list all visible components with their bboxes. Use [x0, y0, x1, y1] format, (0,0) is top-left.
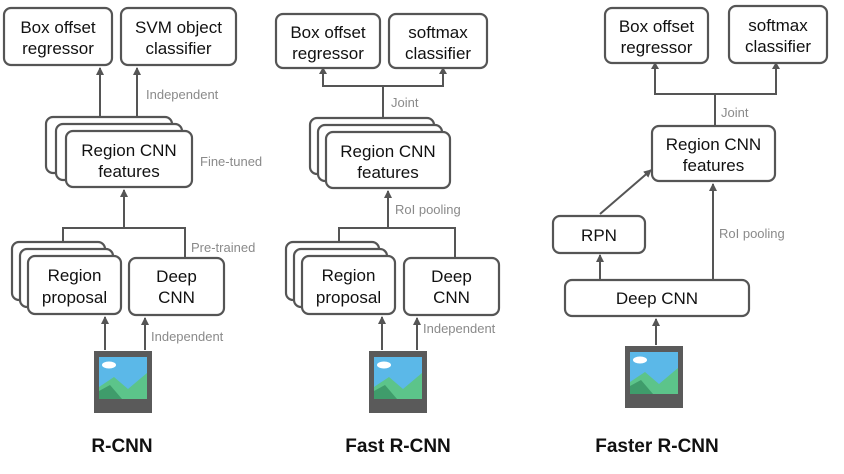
faster-arrowhead-regressor: [651, 62, 659, 69]
faster-box-offset-label-2: regressor: [621, 38, 693, 57]
rcnn-deep-cnn-label-1: Deep: [156, 267, 197, 286]
faster-rcnn-panel: Box offset regressor softmax classifier …: [551, 4, 829, 457]
fast-joint-split-line: [322, 72, 444, 87]
faster-rpn-label: RPN: [581, 226, 617, 245]
faster-arrowhead-softmax: [772, 62, 780, 69]
fast-region-cnn-features: Region CNN features: [308, 116, 452, 190]
fast-region-proposal-label-1: Region: [322, 266, 376, 285]
rcnn-input-image: [94, 351, 152, 413]
rcnn-independent-label-top: Independent: [146, 87, 219, 102]
rcnn-title: R-CNN: [91, 436, 152, 457]
rcnn-box-offset-regressor: Box offset regressor: [2, 6, 114, 67]
faster-rpn: RPN: [551, 214, 647, 255]
rcnn-pre-trained-label: Pre-trained: [191, 240, 255, 255]
rcnn-svm-label-2: classifier: [145, 39, 211, 58]
faster-arrow-rpn-to-features: [599, 169, 652, 215]
rcnn-region-cnn-label-1: Region CNN: [81, 141, 176, 160]
fast-deep-cnn: Deep CNN: [402, 256, 501, 317]
fast-roi-pooling-label: RoI pooling: [395, 202, 461, 217]
rcnn-panel: Box offset regressor SVM object classifi…: [2, 6, 262, 457]
rcnn-fine-tuned-label: Fine-tuned: [200, 154, 262, 169]
rcnn-box-offset-label-2: regressor: [22, 39, 94, 58]
rcnn-region-cnn-features: Region CNN features: [44, 115, 194, 189]
fast-region-proposal-label-2: proposal: [316, 288, 381, 307]
faster-softmax-label-1: softmax: [748, 16, 808, 35]
faster-joint-label: Joint: [721, 105, 749, 120]
fast-box-offset-label-1: Box offset: [290, 23, 366, 42]
fast-region-proposal: Region proposal: [284, 240, 397, 316]
fast-joint-label: Joint: [391, 95, 419, 110]
rcnn-region-proposal: Region proposal: [10, 240, 123, 316]
faster-region-cnn-label-2: features: [683, 156, 744, 175]
fast-softmax-label-2: classifier: [405, 44, 471, 63]
faster-box-offset-label-1: Box offset: [619, 17, 695, 36]
fast-softmax-classifier: softmax classifier: [387, 12, 489, 70]
faster-region-cnn-features: Region CNN features: [650, 124, 777, 183]
fast-softmax-label-1: softmax: [408, 23, 468, 42]
fast-rcnn-panel: Box offset regressor softmax classifier …: [274, 12, 501, 457]
rcnn-region-proposal-label-1: Region: [48, 266, 102, 285]
fast-rcnn-title: Fast R-CNN: [345, 436, 451, 457]
rcnn-independent-label-bottom: Independent: [151, 329, 224, 344]
faster-input-image: [625, 346, 683, 408]
faster-rcnn-title: Faster R-CNN: [595, 436, 719, 457]
rcnn-region-proposal-label-2: proposal: [42, 288, 107, 307]
faster-deep-cnn-label: Deep CNN: [616, 289, 698, 308]
fast-input-image: [369, 351, 427, 413]
faster-region-cnn-label-1: Region CNN: [666, 135, 761, 154]
faster-deep-cnn: Deep CNN: [563, 278, 751, 318]
rcnn-svm-classifier: SVM object classifier: [119, 6, 238, 67]
fast-region-cnn-label-1: Region CNN: [340, 142, 435, 161]
faster-roi-pooling-label: RoI pooling: [719, 226, 785, 241]
fast-deep-cnn-label-1: Deep: [431, 267, 472, 286]
fast-box-offset-regressor: Box offset regressor: [274, 12, 382, 70]
fast-region-cnn-label-2: features: [357, 163, 418, 182]
rcnn-region-cnn-label-2: features: [98, 162, 159, 181]
faster-box-offset-regressor: Box offset regressor: [603, 6, 710, 65]
rcnn-deep-cnn: Deep CNN: [127, 256, 226, 317]
fast-merge-line: [338, 227, 456, 262]
fast-deep-cnn-label-2: CNN: [433, 288, 470, 307]
fast-independent-label: Independent: [423, 321, 496, 336]
rcnn-svm-label-1: SVM object: [135, 18, 222, 37]
rcnn-box-offset-label-1: Box offset: [20, 18, 96, 37]
fast-arrowhead-softmax: [439, 67, 447, 74]
faster-softmax-label-2: classifier: [745, 37, 811, 56]
rcnn-deep-cnn-label-2: CNN: [158, 288, 195, 307]
fast-box-offset-label-2: regressor: [292, 44, 364, 63]
fast-arrowhead-regressor: [319, 67, 327, 74]
faster-softmax-classifier: softmax classifier: [727, 4, 829, 65]
faster-joint-split-line: [654, 67, 777, 95]
